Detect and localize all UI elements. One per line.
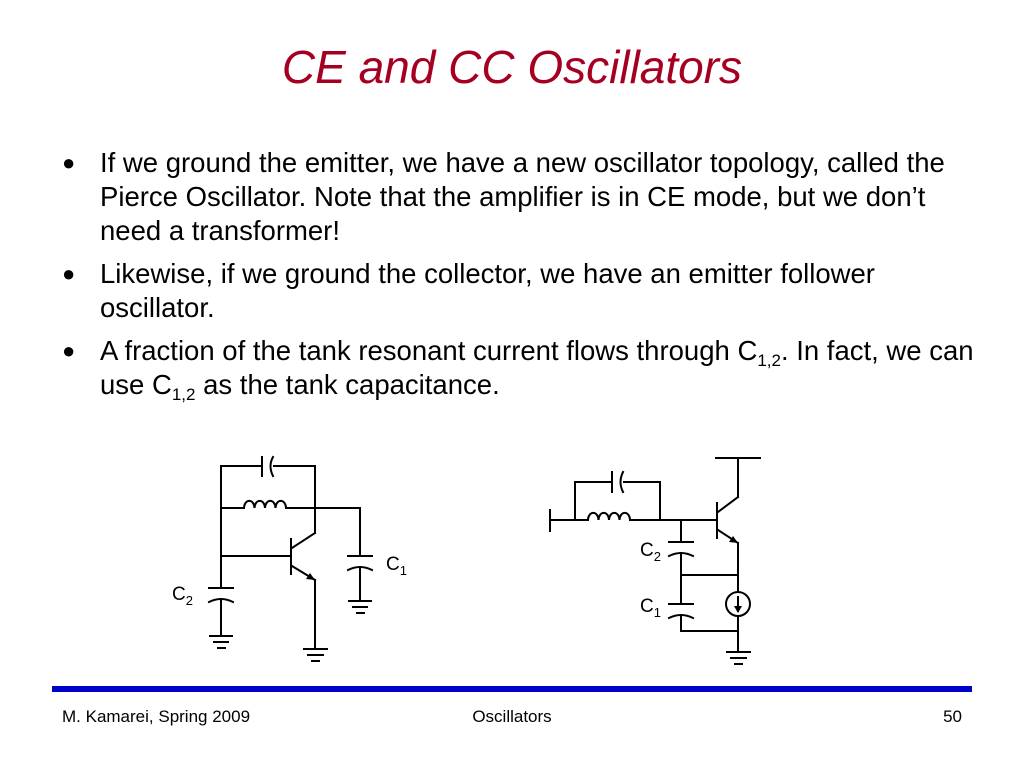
circuit-diagrams: C1 C2 C2 C1	[172, 455, 761, 665]
footer-divider	[52, 686, 972, 692]
bullet-item: ● A fraction of the tank resonant curren…	[62, 334, 982, 404]
bullet-dot-icon: ●	[62, 261, 76, 286]
footer-page-number: 50	[943, 707, 962, 726]
bullet-text: If we ground the emitter, we have a new …	[100, 147, 945, 246]
label-c1-left: C1	[386, 554, 407, 578]
bullet-text-b: . In fact, we can use C	[100, 335, 974, 400]
bullet-text-a: A fraction of the tank resonant current …	[100, 335, 758, 366]
emitter-follower-oscillator-circuit	[549, 457, 761, 665]
bullet-item: ● Likewise, if we ground the collector, …	[62, 257, 982, 325]
subscript: 1,2	[757, 351, 781, 370]
bullet-dot-icon: ●	[62, 150, 76, 175]
label-c1-right: C1	[640, 596, 661, 620]
label-c2-right: C2	[640, 540, 661, 564]
bullet-item: ● If we ground the emitter, we have a ne…	[62, 146, 982, 248]
pierce-oscillator-circuit	[207, 455, 374, 662]
subscript: 1,2	[171, 385, 196, 404]
bullet-list: ● If we ground the emitter, we have a ne…	[62, 146, 982, 411]
footer-topic: Oscillators	[472, 707, 552, 726]
bullet-dot-icon: ●	[62, 338, 76, 363]
footer-author: M. Kamarei, Spring 2009	[62, 707, 251, 726]
bullet-text-c: as the tank capacitance.	[195, 369, 500, 400]
bullet-text: Likewise, if we ground the collector, we…	[100, 258, 875, 323]
slide-title: CE and CC Oscillators	[281, 41, 743, 93]
label-c2-left: C2	[172, 584, 193, 608]
